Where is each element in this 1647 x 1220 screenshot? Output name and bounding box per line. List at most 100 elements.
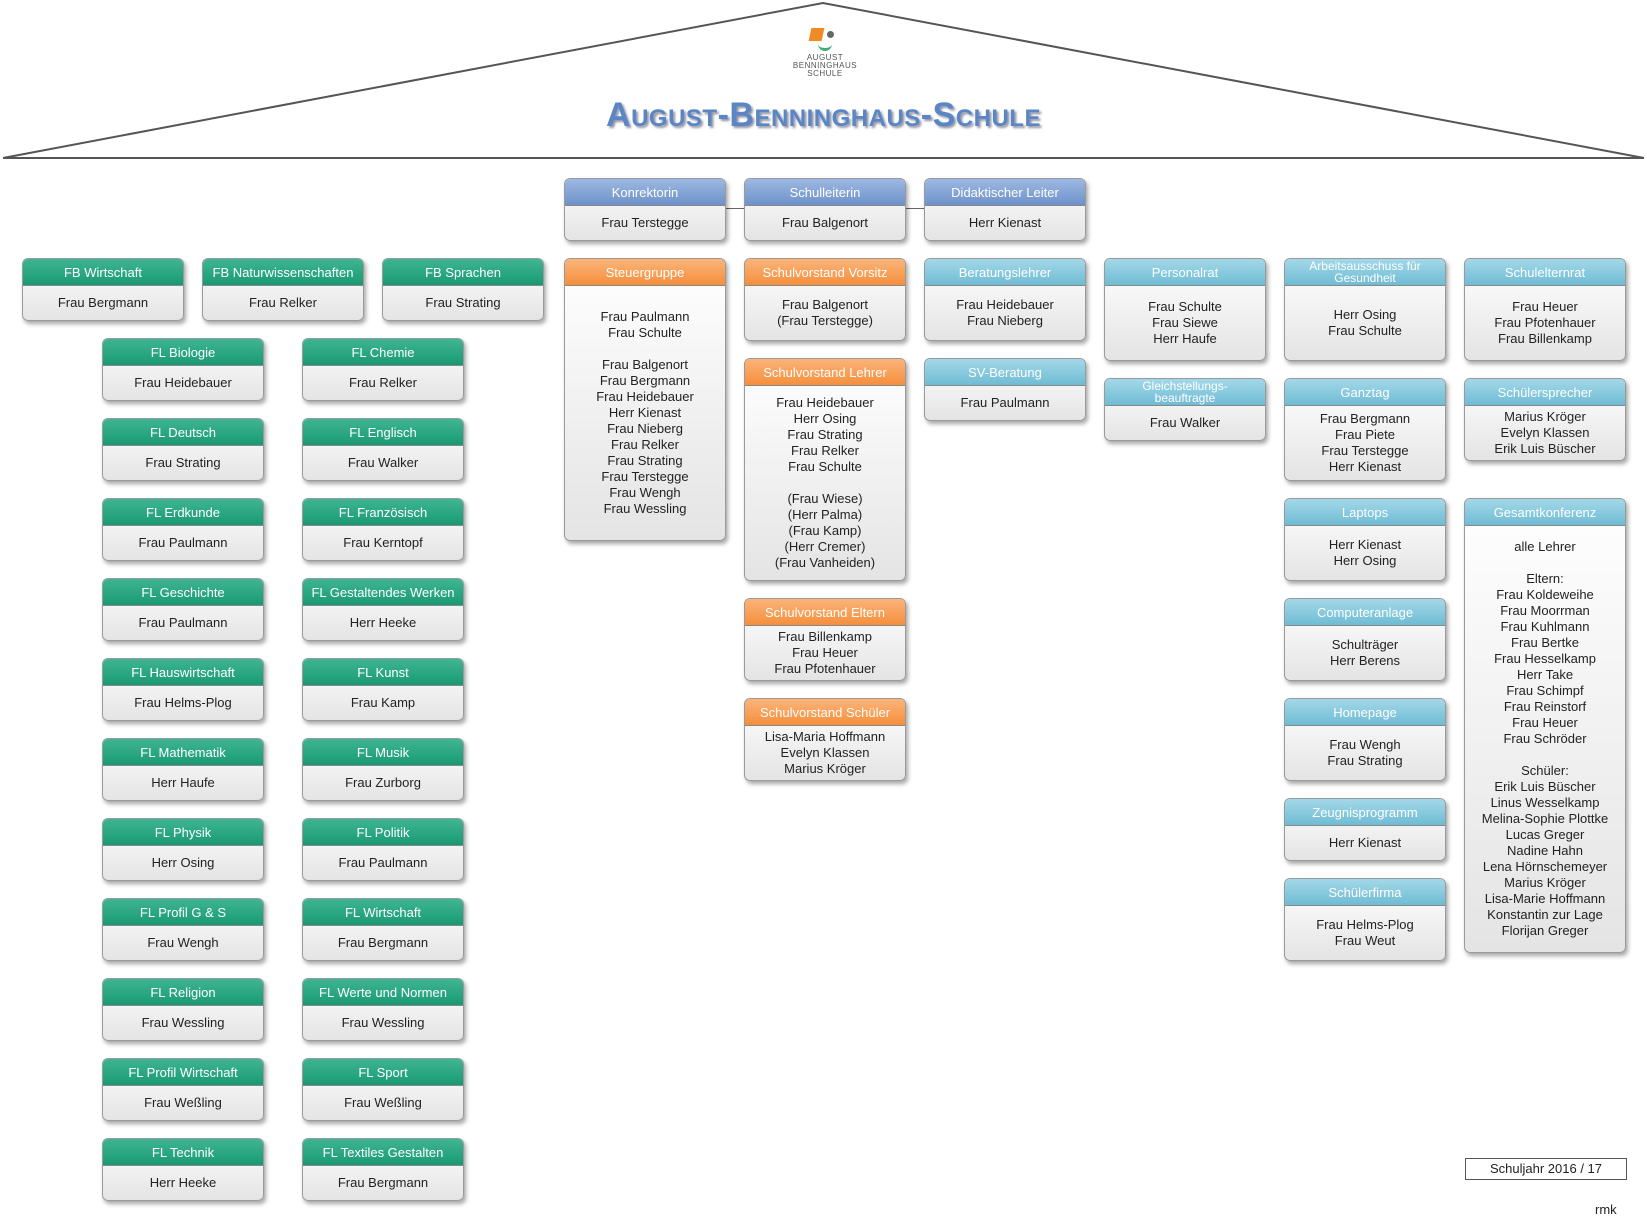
member-name: Frau Strating — [1327, 753, 1403, 768]
member-name: Frau Helms-Plog — [134, 695, 232, 710]
box-members: Frau Kerntopf — [303, 526, 463, 560]
box-title: Gesamtkonferenz — [1465, 499, 1625, 526]
member-name: Frau Kerntopf — [343, 535, 423, 550]
box-members: Frau Paulmann — [103, 606, 263, 640]
box-title: Schulvorstand Schüler — [745, 699, 905, 726]
box-members: Frau Kamp — [303, 686, 463, 720]
box-title: Schulelternrat — [1465, 259, 1625, 286]
box-title: FL Gestaltendes Werken — [303, 579, 463, 606]
box-title: FL Profil Wirtschaft — [103, 1059, 263, 1086]
member-name: Frau Pfotenhauer — [774, 661, 876, 676]
member-name: Frau Balgenort — [782, 215, 868, 230]
box-members: Herr Kienast — [925, 206, 1085, 240]
box-title: FL Geschichte — [103, 579, 263, 606]
member-name: Herr Heeke — [349, 615, 417, 630]
box-title: Beratungslehrer — [925, 259, 1085, 286]
member-name: Frau Heuer — [792, 645, 858, 660]
member-name: Frau Terstegge — [601, 215, 689, 230]
box-members: Frau Paulmann — [303, 846, 463, 880]
member-name: Schüler: — [1521, 763, 1569, 778]
member-name: (Frau Terstegge) — [777, 313, 873, 328]
box-members: Herr Kienast — [1285, 826, 1445, 860]
member-name: Frau Bergmann — [1319, 411, 1411, 426]
box-title: Ganztag — [1285, 379, 1445, 406]
box-members: Frau Bergmann — [23, 286, 183, 320]
member-name: Lisa-Marie Hoffmann — [1484, 891, 1606, 906]
member-name: Frau Schulte — [1328, 323, 1402, 338]
box-title: FL Religion — [103, 979, 263, 1006]
box-title: Schülersprecher — [1465, 379, 1625, 406]
connector-konrektorin-schulleiterin — [724, 208, 744, 209]
member-name: Florijan Greger — [1501, 923, 1589, 938]
member-name: Schulträger — [1331, 637, 1399, 652]
box-title: FL Mathematik — [103, 739, 263, 766]
box-members: Frau Balgenort — [745, 206, 905, 240]
member-name: Frau Walker — [347, 455, 419, 470]
member-name: Frau Siewe — [1152, 315, 1218, 330]
member-name: Evelyn Klassen — [1500, 425, 1590, 440]
member-name: (Frau Wiese) — [787, 491, 863, 506]
member-name: Lucas Greger — [1505, 827, 1585, 842]
box-title: FL Hauswirtschaft — [103, 659, 263, 686]
box-members: Frau Wessling — [303, 1006, 463, 1040]
member-name: Frau Balgenort — [602, 357, 688, 372]
box-members: Frau Paulmann — [925, 386, 1085, 420]
member-name: Frau Nieberg — [967, 313, 1043, 328]
member-name — [569, 341, 721, 357]
member-name: Herr Berens — [1329, 653, 1401, 668]
box-title: FL Textiles Gestalten — [303, 1139, 463, 1166]
box-members: Herr Osing — [103, 846, 263, 880]
member-name: Frau Paulmann — [960, 395, 1050, 410]
member-name: Frau Weßling — [144, 1095, 222, 1110]
box-title: Schülerfirma — [1285, 879, 1445, 906]
box-members: Frau Walker — [303, 446, 463, 480]
box-title: Schulvorstand Eltern — [745, 599, 905, 626]
box-members: Frau Bergmann — [303, 926, 463, 960]
member-name: Frau Wessling — [141, 1015, 225, 1030]
member-name: Erik Luis Büscher — [1494, 779, 1596, 794]
member-name: Marius Kröger — [1504, 409, 1586, 424]
member-name: Frau Walker — [1149, 415, 1221, 430]
member-name: Frau Balgenort — [782, 297, 868, 312]
box-members: Herr Haufe — [103, 766, 263, 800]
member-name: Frau Terstegge — [601, 469, 689, 484]
member-name: Frau Schulte — [608, 325, 682, 340]
logo-mark-icon — [808, 28, 840, 54]
box-title: FL Deutsch — [103, 419, 263, 446]
member-name — [1469, 747, 1621, 763]
box-title: FB Naturwissenschaften — [203, 259, 363, 286]
member-name: Frau Wengh — [1329, 737, 1401, 752]
box-title: FL Politik — [303, 819, 463, 846]
box-members: Herr Heeke — [103, 1166, 263, 1200]
